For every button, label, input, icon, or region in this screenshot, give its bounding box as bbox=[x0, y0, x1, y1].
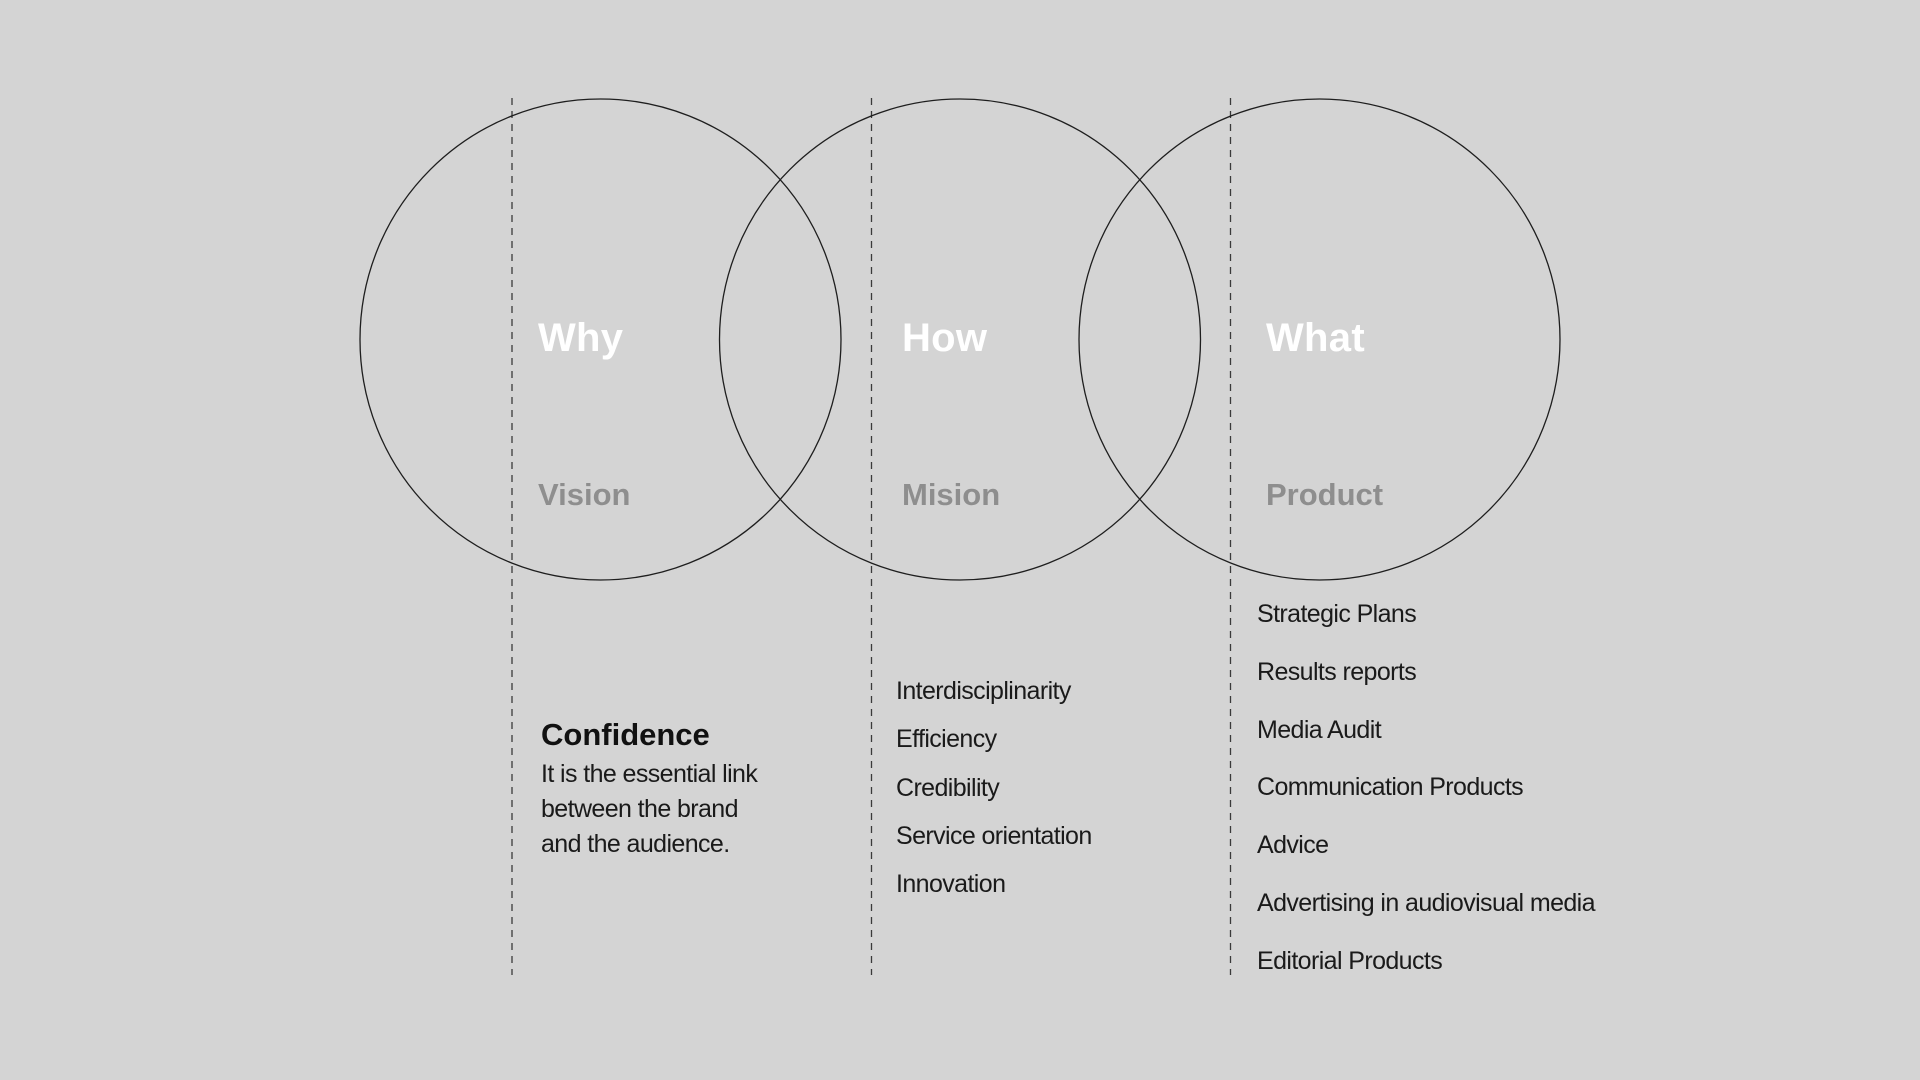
list-item: Advertising in audiovisual media bbox=[1257, 888, 1596, 917]
why-detail: Confidence It is the essential link betw… bbox=[541, 717, 841, 862]
list-item: Innovation bbox=[896, 870, 1006, 899]
why-heading: Why bbox=[538, 316, 624, 360]
what-heading: What bbox=[1266, 316, 1365, 360]
how-heading: How bbox=[902, 316, 988, 360]
product-label: Product bbox=[1266, 477, 1384, 512]
what-products-list: Strategic Plans Results reports Media Au… bbox=[1257, 597, 1596, 1002]
confidence-line: It is the essential link bbox=[541, 760, 758, 788]
what-circle bbox=[1078, 98, 1561, 581]
list-item: Results reports bbox=[1257, 657, 1417, 686]
list-item: Communication Products bbox=[1257, 773, 1524, 802]
vision-label: Vision bbox=[538, 477, 631, 512]
confidence-line: and the audience. bbox=[541, 830, 730, 858]
confidence-title: Confidence bbox=[541, 717, 710, 752]
why-circle bbox=[359, 98, 842, 581]
how-circle bbox=[718, 98, 1202, 581]
list-item: Credibility bbox=[896, 773, 1000, 802]
list-item: Efficiency bbox=[896, 725, 997, 754]
list-item: Media Audit bbox=[1257, 715, 1382, 744]
confidence-description: It is the essential link between the bra… bbox=[541, 757, 841, 862]
list-item: Strategic Plans bbox=[1257, 600, 1417, 628]
how-values-list: Interdisciplinarity Efficiency Credibili… bbox=[896, 674, 1092, 915]
list-item: Advice bbox=[1257, 831, 1329, 860]
confidence-line: between the brand bbox=[541, 795, 739, 823]
list-item: Interdisciplinarity bbox=[896, 677, 1071, 705]
mision-label: Mision bbox=[902, 477, 1001, 512]
list-item: Editorial Products bbox=[1257, 946, 1443, 975]
list-item: Service orientation bbox=[896, 821, 1092, 850]
